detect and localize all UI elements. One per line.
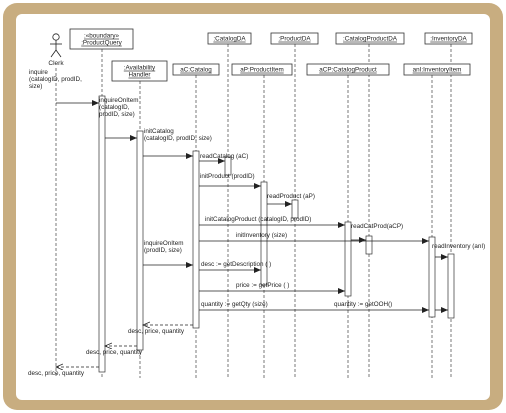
participant-label: :«boundary»:ProductQuery bbox=[81, 33, 122, 47]
participant-label: aCP:CatalogProduct bbox=[319, 67, 377, 74]
message-label: inquireOnItem(prodID, size) bbox=[144, 240, 184, 254]
participant-cpcatalog: aCP:CatalogProduct bbox=[306, 63, 390, 76]
message-label: initInventory (size) bbox=[236, 232, 287, 239]
participant-label: aP:ProductItem bbox=[240, 67, 283, 74]
inner-panel bbox=[16, 14, 490, 400]
message-arrow: readProduct (aP) bbox=[267, 193, 315, 207]
participant-ccatalog: aC:Catalog bbox=[172, 63, 220, 76]
message-arrow: initInventory (size) bbox=[199, 232, 429, 244]
return-message: desc, price, quantity bbox=[28, 367, 99, 377]
message-label: desc, price, quantity bbox=[86, 349, 143, 356]
message-arrow: inquire(catalogID, prodID,size) bbox=[29, 69, 99, 106]
message-label: initCatalog(catalogID, prodID, size) bbox=[144, 128, 212, 142]
message-arrow: price := getPrice ( ) bbox=[199, 282, 345, 294]
message-label: inquireOnItem(catalogID,prodID, size) bbox=[99, 97, 139, 118]
message-arrow: initProduct (prodID) bbox=[199, 173, 261, 189]
participant-label: aC:Catalog bbox=[180, 67, 212, 74]
message-arrow: readCatProd(aCP) bbox=[351, 223, 403, 243]
participant-productda: :ProductDA bbox=[270, 32, 319, 45]
activation-cpda bbox=[365, 235, 373, 255]
message-arrow: inquireOnItem(prodID, size) bbox=[143, 240, 193, 268]
activation-boundary bbox=[98, 95, 106, 373]
message-arrow: readInventory (anI) bbox=[432, 243, 485, 260]
message-label: desc, price, quantity bbox=[128, 328, 185, 335]
message-label: readProduct (aP) bbox=[267, 193, 315, 200]
return-message: desc, price, quantity bbox=[86, 346, 143, 356]
message-arrow: readCatalog (aC) bbox=[199, 153, 248, 164]
participant-label: :ProductDA bbox=[278, 36, 311, 43]
participant-label: anI:InventoryItem bbox=[413, 67, 462, 74]
activation-productitem bbox=[260, 181, 268, 286]
participant-cpda: :CatalogProductDA bbox=[335, 32, 405, 45]
participant-productitem: aP:ProductItem bbox=[231, 63, 293, 76]
message-label: quantity := getQty (size) bbox=[201, 301, 268, 308]
message-label: price := getPrice ( ) bbox=[236, 282, 289, 289]
activation-invitem bbox=[428, 236, 436, 318]
message-label: quantity := getOOH() bbox=[334, 301, 392, 308]
activation-catalogda bbox=[224, 156, 232, 176]
message-arrow: initCatalog(catalogID, prodID, size) bbox=[143, 128, 212, 159]
activation-productda bbox=[291, 199, 299, 219]
activation-invda bbox=[447, 253, 455, 319]
participant-catalogda: :CatalogDA bbox=[207, 32, 252, 45]
message-arrow: quantity := getOOH() bbox=[334, 301, 448, 313]
actor-figure: Clerk bbox=[48, 33, 64, 67]
participant-invda: :InventoryDA bbox=[424, 32, 473, 45]
participant-label: :CatalogProductDA bbox=[343, 36, 398, 43]
message-arrow: inquireOnItem(catalogID,prodID, size) bbox=[99, 97, 139, 141]
message-label: readCatalog (aC) bbox=[200, 153, 248, 160]
activation-ccatalog bbox=[192, 150, 200, 329]
actor-name: Clerk bbox=[48, 60, 64, 67]
return-message: desc, price, quantity bbox=[128, 325, 193, 335]
message-label: initProduct (prodID) bbox=[200, 173, 255, 180]
message-arrow: quantity := getQty (size) bbox=[199, 301, 429, 313]
activation-cpcatalog bbox=[344, 221, 352, 297]
message-arrow: initCatalogProduct (catalogID, prodID) bbox=[199, 216, 345, 228]
message-label: initCatalogProduct (catalogID, prodID) bbox=[205, 216, 311, 223]
participant-boundary: :«boundary»:ProductQuery bbox=[69, 28, 134, 50]
message-label: readInventory (anI) bbox=[432, 243, 485, 250]
participant-label: :InventoryDA bbox=[430, 36, 467, 43]
participant-invitem: anI:InventoryItem bbox=[403, 63, 471, 76]
participant-label: :CatalogDA bbox=[213, 36, 246, 43]
message-label: inquire(catalogID, prodID,size) bbox=[29, 69, 82, 90]
message-arrow: desc := getDescription ( ) bbox=[199, 261, 271, 273]
message-label: desc := getDescription ( ) bbox=[201, 261, 271, 268]
message-label: readCatProd(aCP) bbox=[351, 223, 403, 230]
activation-handler bbox=[136, 130, 144, 351]
message-label: desc, price, quantity bbox=[28, 370, 85, 377]
